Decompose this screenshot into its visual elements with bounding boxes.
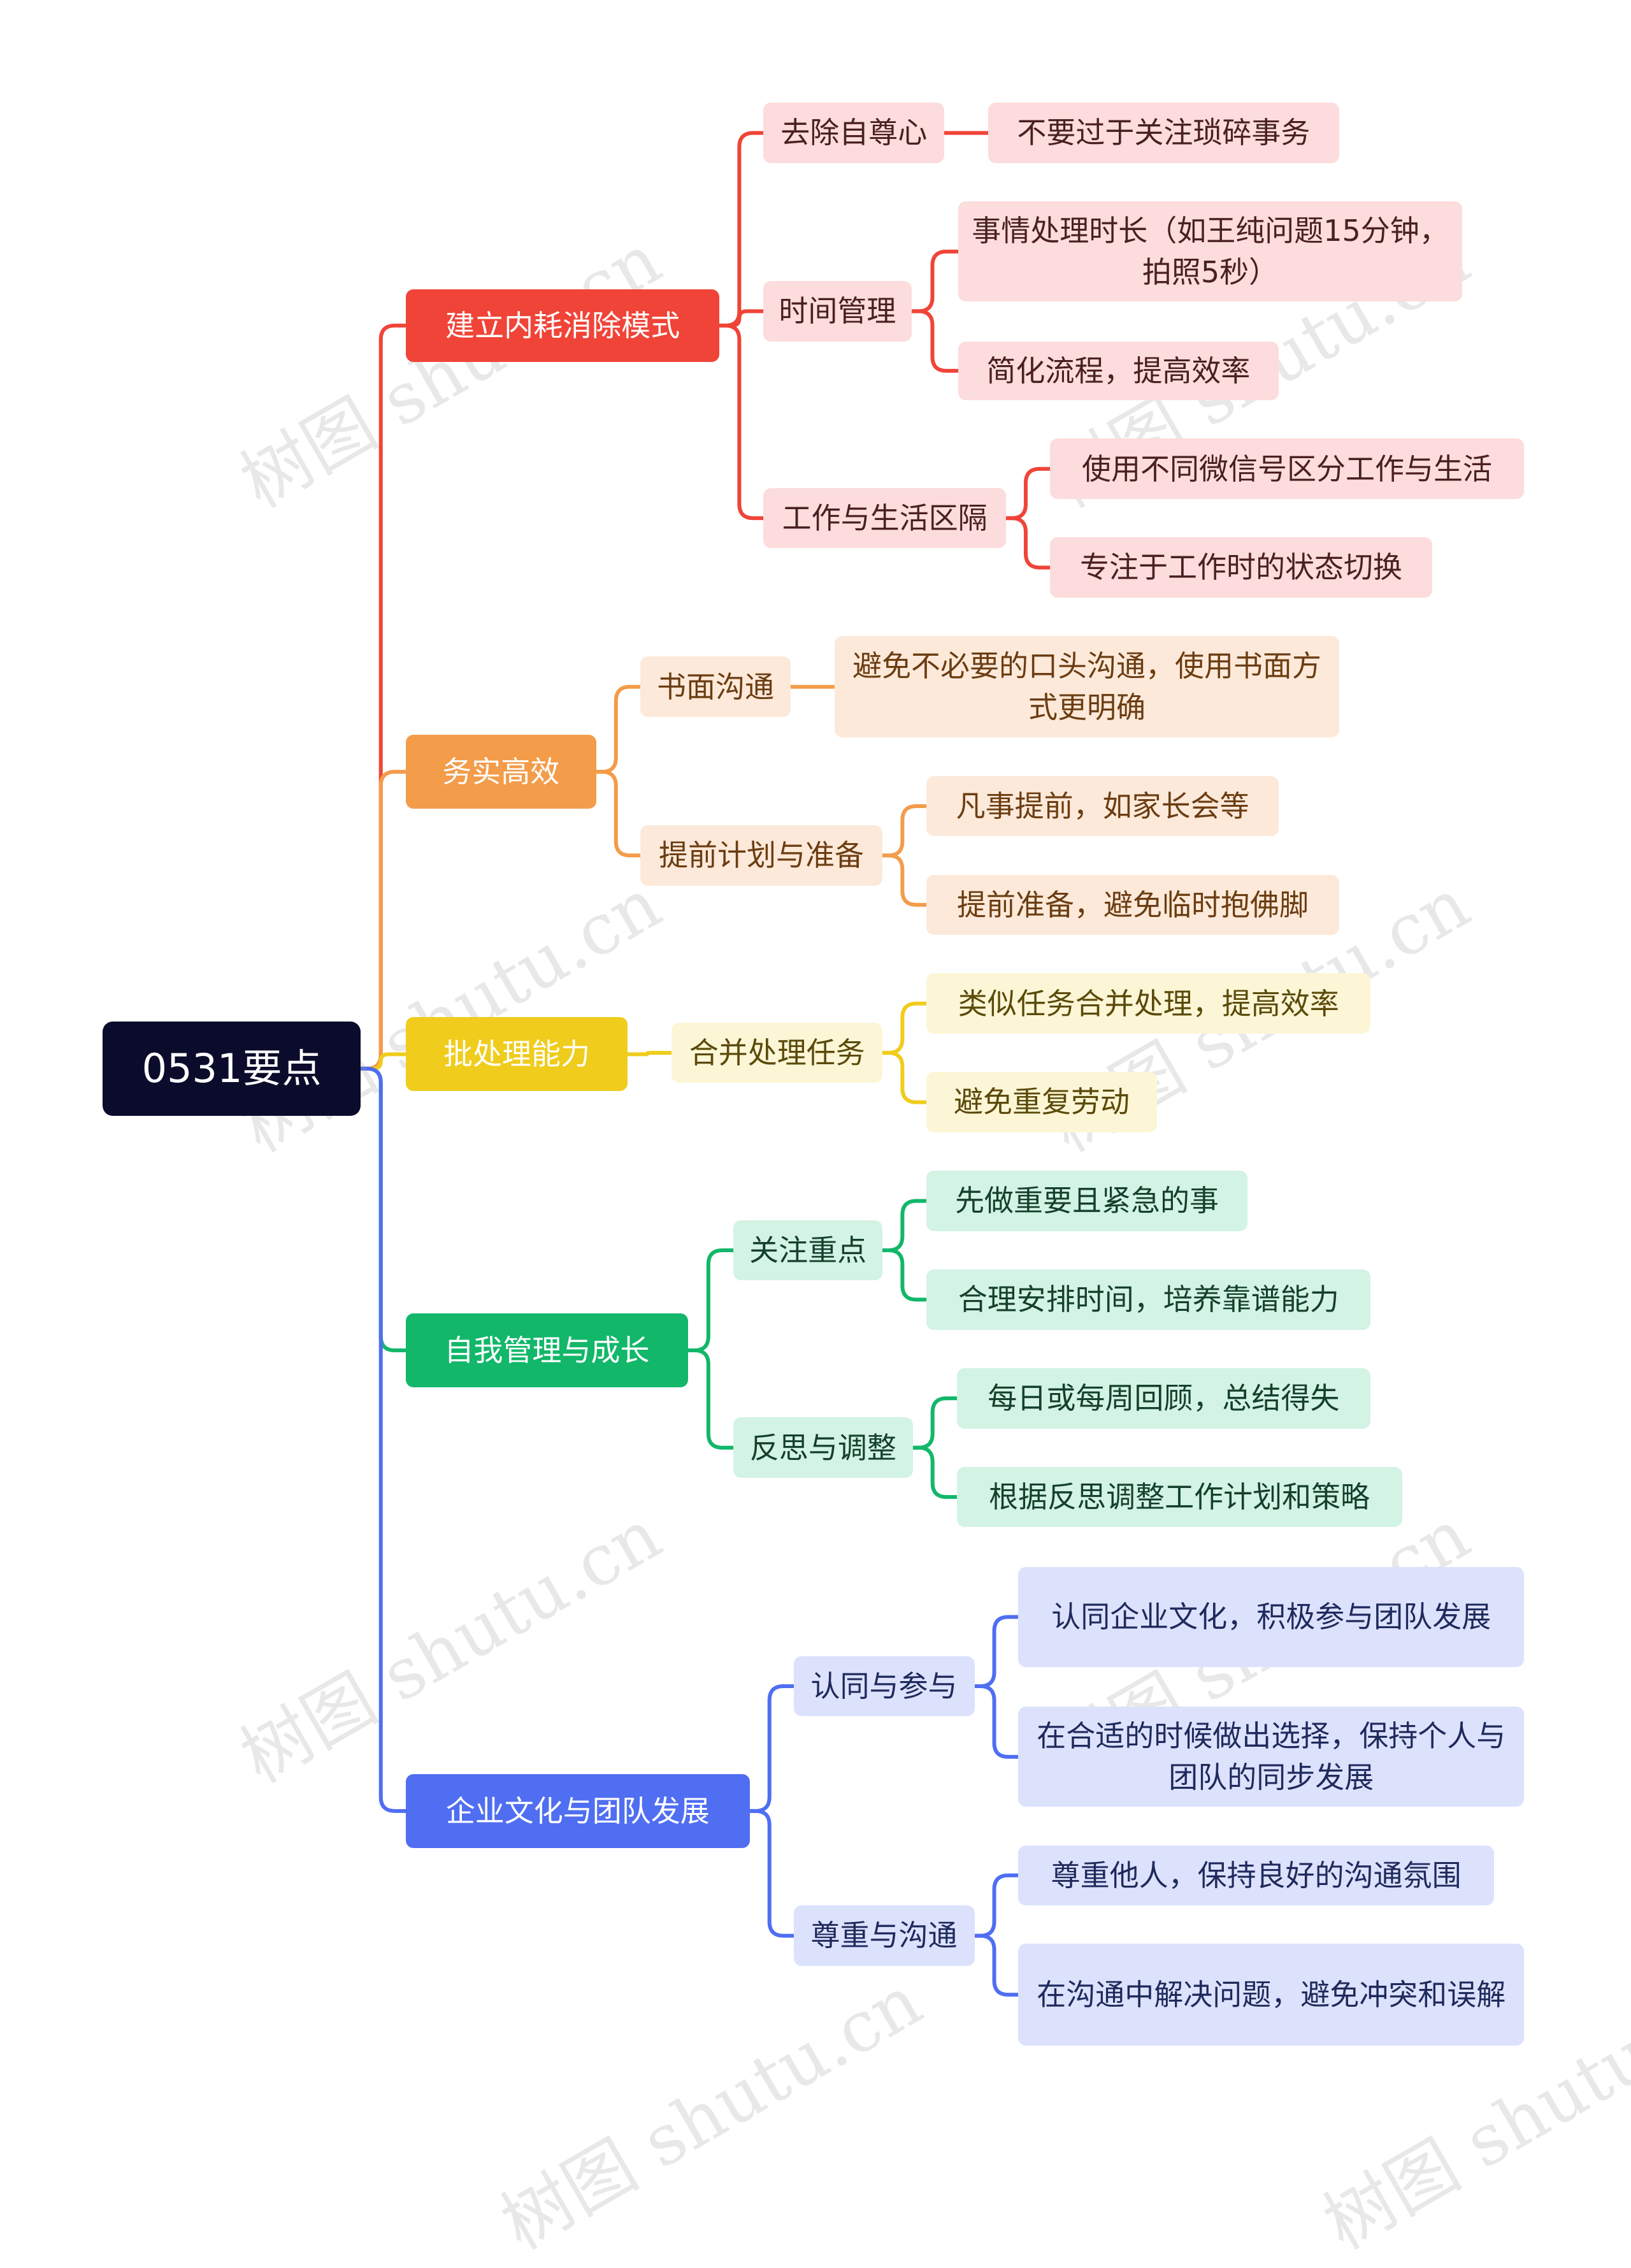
sub-node[interactable]: 去除自尊心	[763, 103, 945, 163]
leaf-node[interactable]: 在沟通中解决问题，避免冲突和误解	[1018, 1944, 1525, 2046]
link-b5c1l1	[972, 1615, 1021, 1689]
branch-node[interactable]: 批处理能力	[405, 1017, 628, 1092]
leaf-node[interactable]: 避免重复劳动	[926, 1072, 1157, 1132]
link-b3c1l1	[880, 1001, 929, 1055]
leaf-node[interactable]: 使用不同微信号区分工作与生活	[1049, 438, 1525, 500]
leaf-node[interactable]: 不要过于关注琐碎事务	[988, 103, 1339, 163]
link-b1c2l2	[909, 309, 960, 373]
leaf-node[interactable]: 提前准备，避免临时抱佛脚	[926, 874, 1339, 935]
sub-node[interactable]: 关注重点	[733, 1220, 883, 1281]
link-b4c2l1	[910, 1396, 959, 1450]
link-b5c1l2	[972, 1684, 1021, 1759]
connector-lines	[358, 131, 1052, 1997]
link-b2c2l1	[880, 804, 929, 858]
leaf-node[interactable]: 在合适的时候做出选择，保持个人与团队的同步发展	[1018, 1707, 1525, 1807]
link-b1c3l1	[1004, 466, 1052, 521]
leaf-node[interactable]: 凡事提前，如家长会等	[926, 776, 1279, 837]
link-b4c1l1	[880, 1199, 929, 1252]
link-root-b4	[358, 1066, 408, 1352]
sub-node[interactable]: 时间管理	[763, 281, 912, 342]
link-b2c1	[594, 684, 642, 774]
leaf-node[interactable]: 合理安排时间，培养靠谱能力	[926, 1269, 1371, 1330]
link-b4c1l2	[880, 1248, 929, 1302]
link-b3c1	[626, 1051, 674, 1057]
link-b5c2	[747, 1809, 796, 1938]
root-node[interactable]: 0531要点	[103, 1021, 361, 1116]
link-root-b1	[358, 323, 408, 1071]
leaf-node[interactable]: 避免不必要的口头沟通，使用书面方式更明确	[835, 636, 1339, 738]
sub-node[interactable]: 提前计划与准备	[640, 825, 883, 886]
link-b4c1	[686, 1248, 735, 1352]
leaf-node[interactable]: 专注于工作时的状态切换	[1049, 537, 1433, 598]
sub-node[interactable]: 认同与参与	[793, 1656, 975, 1717]
link-b1c3	[717, 323, 766, 521]
leaf-node[interactable]: 先做重要且紧急的事	[926, 1171, 1247, 1231]
link-b2c2	[594, 770, 642, 858]
branch-node[interactable]: 企业文化与团队发展	[405, 1773, 750, 1848]
link-b3c1l2	[880, 1051, 929, 1104]
leaf-node[interactable]: 简化流程，提高效率	[958, 341, 1279, 401]
sub-node[interactable]: 合并处理任务	[672, 1022, 883, 1083]
link-root-b2	[358, 770, 408, 1071]
sub-node[interactable]: 书面沟通	[640, 656, 791, 718]
sub-node[interactable]: 工作与生活区隔	[763, 488, 1007, 549]
link-b5c2l1	[972, 1873, 1021, 1938]
sub-node[interactable]: 反思与调整	[733, 1417, 913, 1478]
link-b2c2l2	[880, 853, 929, 907]
link-b5c1	[747, 1684, 796, 1813]
leaf-node[interactable]: 事情处理时长（如王纯问题15分钟，拍照5秒）	[958, 201, 1463, 302]
link-b1c1	[717, 131, 766, 328]
link-b4c2l2	[910, 1445, 959, 1499]
link-b1c3l2	[1004, 516, 1052, 570]
sub-node[interactable]: 尊重与沟通	[793, 1905, 975, 1966]
branch-node[interactable]: 建立内耗消除模式	[405, 289, 720, 362]
leaf-node[interactable]: 认同企业文化，积极参与团队发展	[1018, 1566, 1525, 1667]
leaf-node[interactable]: 每日或每周回顾，总结得失	[956, 1368, 1371, 1429]
link-b1c2	[717, 309, 766, 328]
branch-node[interactable]: 务实高效	[405, 735, 596, 809]
leaf-node[interactable]: 尊重他人，保持良好的沟通氛围	[1018, 1845, 1494, 1906]
branch-node[interactable]: 自我管理与成长	[405, 1313, 688, 1388]
leaf-node[interactable]: 类似任务合并处理，提高效率	[926, 973, 1371, 1034]
link-root-b5	[358, 1066, 408, 1813]
link-root-b3	[358, 1052, 408, 1071]
link-b4c2	[686, 1348, 735, 1450]
link-b5c2l2	[972, 1933, 1021, 1997]
link-b1c2l1	[909, 249, 960, 314]
leaf-node[interactable]: 根据反思调整工作计划和策略	[956, 1466, 1402, 1528]
